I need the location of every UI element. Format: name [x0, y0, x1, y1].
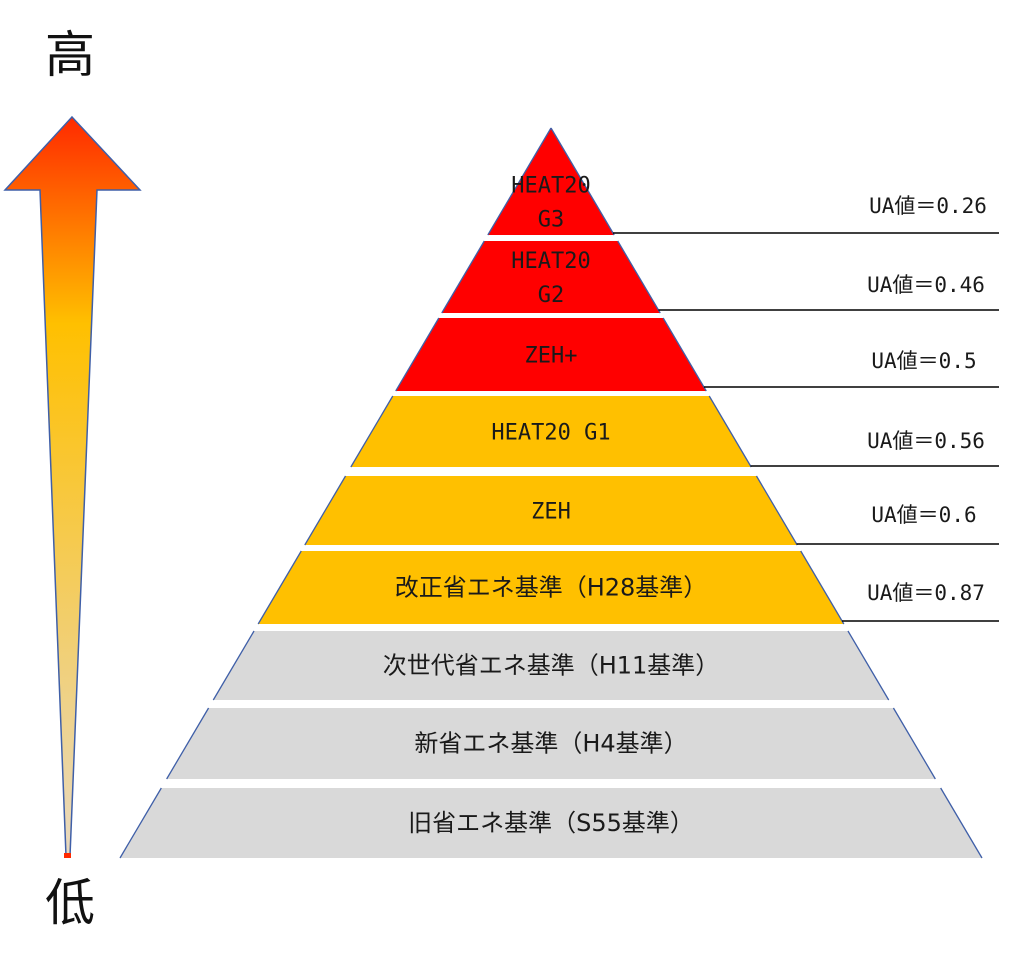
- ua-value-label: UA値＝0.26: [869, 194, 987, 218]
- tier-edge-right: [708, 395, 752, 468]
- quality-arrow: [3, 115, 142, 857]
- ua-value-label: UA値＝0.87: [867, 581, 985, 605]
- tier-label: ZEH+: [525, 344, 578, 369]
- tier-edge-left: [395, 317, 440, 392]
- tier-label: 新省エネ基準（H4基準）: [414, 730, 687, 758]
- tier-edge-right: [617, 240, 661, 314]
- pyramid-tier: 改正省エネ基準（H28基準）: [257, 550, 845, 625]
- tier-label: 改正省エネ基準（H28基準）: [395, 574, 708, 602]
- tier-edge-right: [847, 630, 890, 701]
- tier-label: G2: [538, 283, 565, 308]
- tier-edge-left: [257, 550, 302, 625]
- tier-label: 旧省エネ基準（S55基準）: [408, 809, 694, 837]
- pyramid-tier: HEAT20 G1: [350, 395, 752, 468]
- pyramid-tier-fill: [487, 128, 615, 235]
- tier-edge-right: [662, 317, 707, 392]
- tier-edge-right: [892, 707, 936, 780]
- pyramid-tier-fill: [350, 396, 752, 467]
- tier-edge-left: [119, 787, 162, 859]
- pyramid-tier: 次世代省エネ基準（H11基準）: [212, 630, 890, 701]
- tier-edge-left: [350, 395, 394, 468]
- tier-label: HEAT20: [511, 249, 590, 274]
- tier-edge-left: [487, 127, 552, 236]
- axis-low-label: 低: [45, 874, 95, 932]
- pyramid-tier-fill: [166, 708, 936, 779]
- axis-high-label: 高: [45, 26, 95, 84]
- ua-value-label: UA値＝0.56: [867, 429, 985, 453]
- tier-label: 次世代省エネ基準（H11基準）: [383, 652, 720, 680]
- tier-edge-right: [800, 550, 845, 625]
- tier-edge-left: [304, 475, 347, 546]
- tier-label: ZEH: [531, 500, 571, 525]
- tier-label: HEAT20 G1: [491, 421, 610, 446]
- pyramid-tier: ZEH: [304, 475, 798, 546]
- tier-label: HEAT20: [511, 174, 590, 199]
- pyramid-tier-fill: [395, 318, 707, 391]
- tier-label: G3: [538, 208, 565, 233]
- arrow-tail-mark: [64, 853, 71, 858]
- ua-value-label: UA値＝0.46: [867, 273, 985, 297]
- ua-value-label: UA値＝0.5: [871, 349, 976, 373]
- pyramid-tier-fill: [441, 241, 661, 313]
- pyramid-tier-fill: [213, 631, 889, 700]
- tier-edge-left: [212, 630, 255, 701]
- pyramid-tier-fill: [258, 551, 844, 624]
- tier-edge-left: [166, 707, 210, 780]
- pyramid-tier: 新省エネ基準（H4基準）: [166, 707, 936, 780]
- tier-edge-right: [755, 475, 798, 546]
- tier-edge-left: [441, 240, 485, 314]
- tier-edge-right: [940, 787, 983, 859]
- pyramid-tier: ZEH+: [395, 317, 707, 392]
- tier-edge-right: [550, 127, 615, 236]
- pyramid-tier: 旧省エネ基準（S55基準）: [119, 787, 983, 859]
- pyramid-tier-fill: [304, 476, 798, 545]
- pyramid-tier-fill: [120, 788, 982, 858]
- ua-value-label: UA値＝0.6: [871, 503, 976, 527]
